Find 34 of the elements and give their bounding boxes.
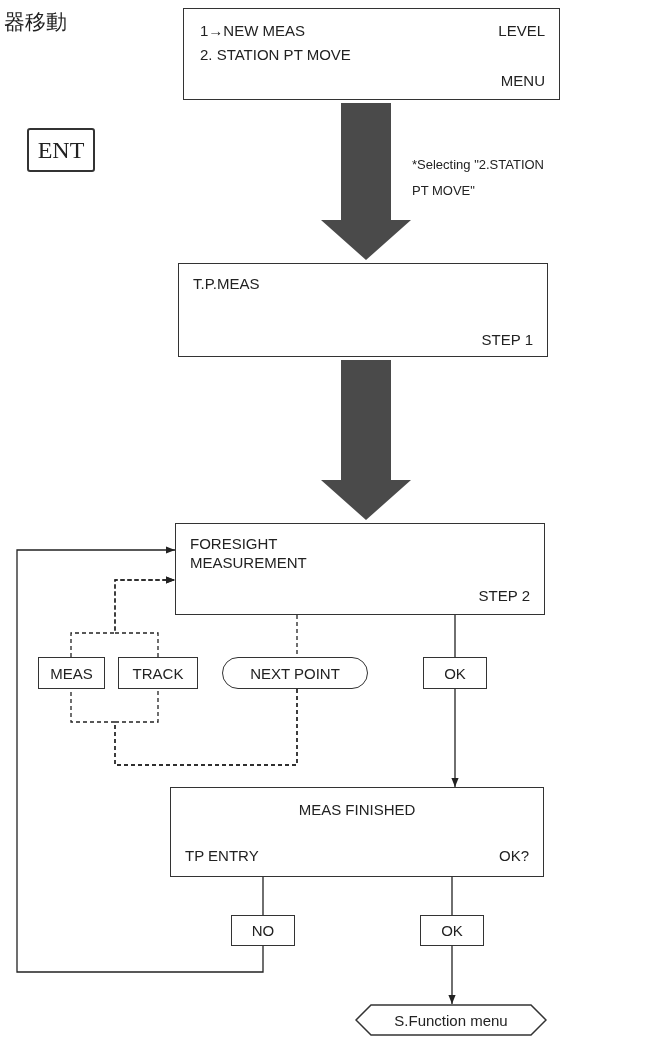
screen-text: LEVEL (498, 21, 545, 40)
connector-line (114, 688, 298, 766)
screen-text: TP ENTRY (185, 846, 259, 865)
key-button: NO (231, 915, 295, 946)
arrow (16, 546, 264, 973)
screen-text: 2. STATION PT MOVE (200, 45, 351, 64)
screen-text: T.P.MEAS (193, 274, 260, 293)
enter-key: ENT (27, 128, 95, 172)
display-screen (183, 8, 560, 100)
screen-text: OK? (499, 846, 529, 865)
display-screen (178, 263, 548, 357)
key-button: OK (423, 657, 487, 689)
connector-line (262, 876, 264, 916)
key-button: MEAS (38, 657, 105, 689)
arrow (114, 576, 176, 658)
block-arrow (321, 103, 411, 260)
screen-text: FORESIGHT MEASUREMENT (190, 534, 308, 572)
screen-text: MENU (500, 71, 545, 90)
screen-text: STEP 2 (478, 586, 530, 605)
screen-text: MEAS FINISHED (297, 800, 417, 819)
display-screen (175, 523, 545, 615)
connector-line (451, 876, 453, 916)
block-arrow (321, 360, 411, 520)
heading-text: 器移動 (4, 9, 67, 36)
display-screen (170, 787, 544, 877)
screen-text: 1→NEW MEAS (200, 21, 305, 40)
screen-text: STEP 1 (481, 330, 533, 349)
soft-key: NEXT POINT (222, 657, 368, 689)
arrow (451, 688, 459, 788)
key-button: OK (420, 915, 484, 946)
connector-line (454, 614, 456, 658)
arrow (448, 945, 456, 1005)
key-button: TRACK (118, 657, 198, 689)
menu-button: S.Function menu (355, 1004, 547, 1036)
